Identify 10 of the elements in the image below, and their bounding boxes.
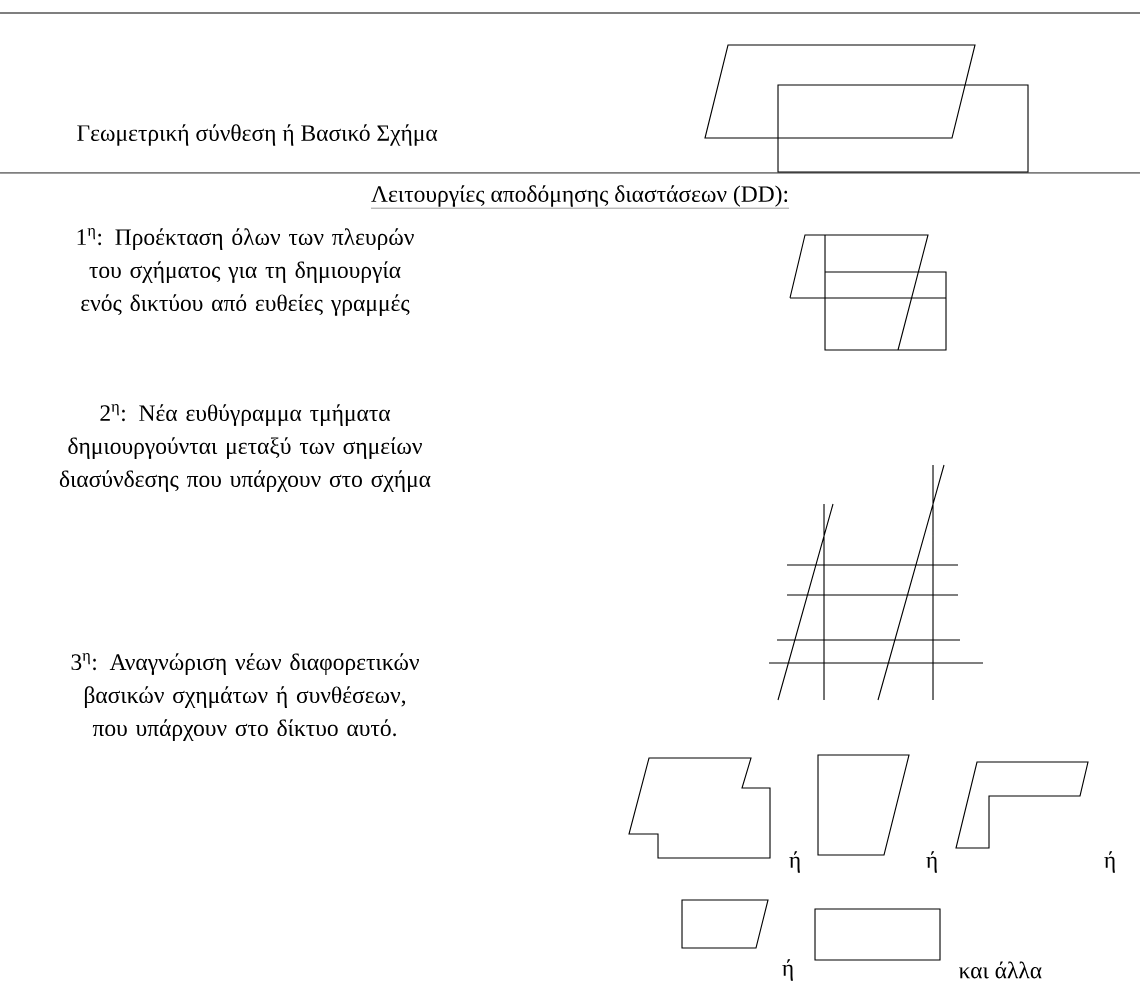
section-heading: Λειτουργίες αποδόμησης διαστάσεων (DD): (370, 185, 790, 209)
step-description: 1$^{η}$: Προέκταση όλων των πλευρών του σχήματος για τη δημιουργία ενός δικτύου από ευθείες γραμμές (77, 228, 414, 316)
conjunction-text: ή (789, 851, 800, 873)
conjunction-text: και άλλα (959, 961, 1042, 979)
conjunction-text: ή (782, 959, 793, 981)
conjunction-text: ή (1104, 851, 1115, 873)
step-description: 3$^{η}$: Αναγνώριση νέων διαφορετικών βασικών σχημάτων ή συνθέσεων, που υπάρχουν στο δίκτυο αυτό. (71, 653, 419, 741)
caption-text: Γεωμετρική σύνθεση ή Βασικό Σχήμα (77, 124, 438, 146)
step-description: 2$^{η}$: Νέα ευθύγραμμα τμήματα δημιουργούνται μεταξύ των σημείων διασύνδεσης που υπάρχουν στο σχήμα (59, 404, 431, 492)
conjunction-text: ή (926, 851, 937, 873)
